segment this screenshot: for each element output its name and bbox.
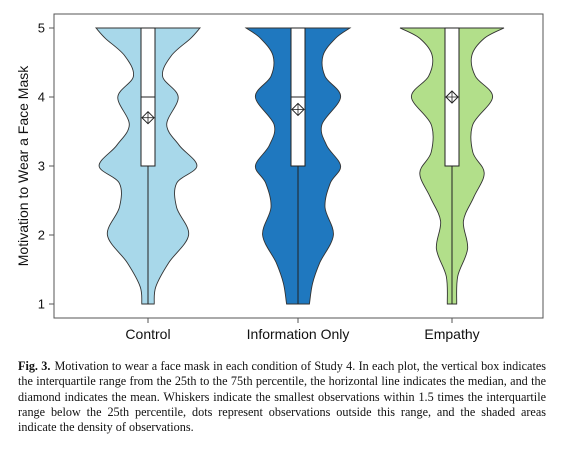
y-tick-label: 4 — [38, 90, 45, 105]
y-tick-label: 1 — [38, 297, 45, 312]
x-tick-label: Control — [125, 326, 170, 342]
y-tick-label: 5 — [38, 21, 45, 36]
y-tick-label: 2 — [38, 228, 45, 243]
figure-label: Fig. 3. — [18, 359, 51, 373]
violin-chart: Motivation to Wear a Face Mask 1 2 3 4 5Cont… — [15, 13, 544, 342]
y-tick-label: 3 — [38, 159, 45, 174]
y-axis-label: Motivation to Wear a Face Mask — [15, 65, 31, 266]
figure-caption: Fig. 3.Motivation to wear a face mask in… — [18, 359, 546, 435]
x-tick-label: Information Only — [247, 326, 350, 342]
x-tick-label: Empathy — [424, 326, 479, 342]
caption-text: Motivation to wear a face mask in each c… — [18, 359, 546, 435]
